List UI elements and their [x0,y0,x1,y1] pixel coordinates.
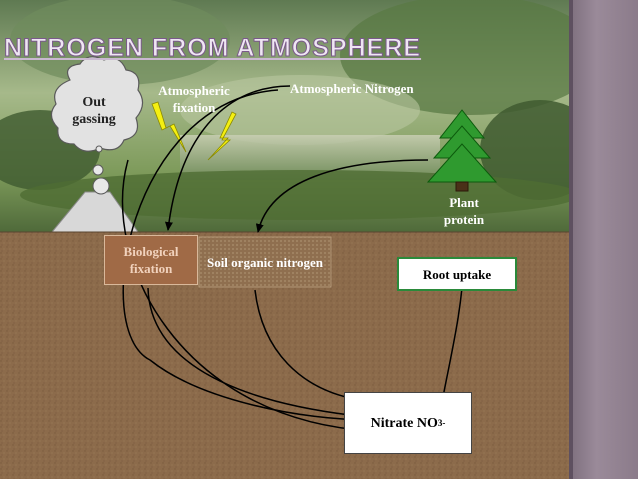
out-gassing-cloud-icon [50,56,144,152]
biological-fixation-box: Biological fixation [104,235,198,285]
nitrate-subscript: 3 [437,417,443,428]
atmospheric-fixation-label: Atmospheric fixation [158,83,230,115]
plant-protein-label: Plant protein [443,195,485,227]
arrow-biological-to-nitrate [147,287,351,416]
arrow-plant-to-soil-organic [255,159,429,233]
arrow-soil-organic-to-nitrate [254,289,361,403]
slide-title: NITROGEN FROM ATMOSPHERE [3,34,422,63]
arrow-atmospheric-to-nitrate [122,89,373,424]
soil-organic-nitrogen-label: Soil organic nitrogen [206,254,324,270]
lightning-bolt-icon-2 [207,111,237,161]
gas-bubbles-icon [92,145,110,195]
pine-tree-icon [426,109,498,192]
soil-organic-nitrogen-box-bg [198,236,332,288]
arrow-outgassing-to-nitrate [121,159,373,435]
nitrate-label: Nitrate NO [370,415,438,431]
root-uptake-box: Root uptake [397,257,517,291]
out-gassing-label: Out gassing [72,95,116,127]
arrow-atmospheric-to-biological [164,85,291,231]
lightning-bolt-icon [151,101,187,153]
slide-sidebar-decoration [569,0,638,479]
atmospheric-nitrogen-label: Atmospheric Nitrogen [290,81,414,96]
nitrate-superscript: - [442,417,446,428]
